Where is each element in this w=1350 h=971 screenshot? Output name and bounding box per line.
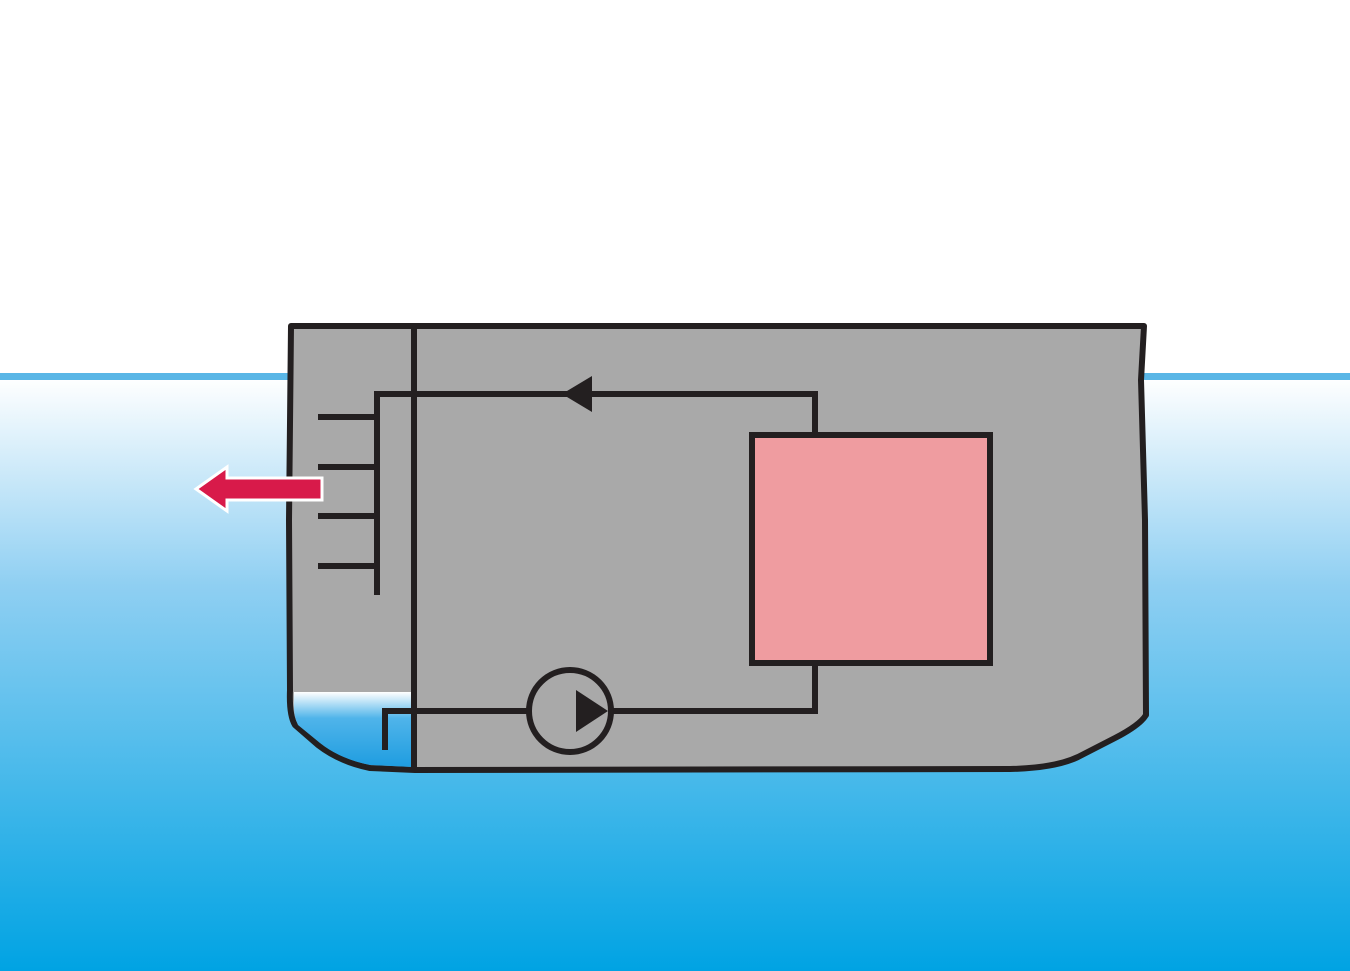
sky [0,0,1350,380]
triangle-arrow-icon [562,376,592,412]
discharge-manifold [318,414,377,569]
pump-icon [526,667,614,755]
heat-source [749,432,993,666]
left-arrow-icon [193,464,324,514]
pump-direction [576,690,608,732]
supply-pipe [382,708,530,750]
pump-body [526,667,614,755]
return-pipe [374,391,818,595]
supply-pipe-outlet [610,663,818,714]
